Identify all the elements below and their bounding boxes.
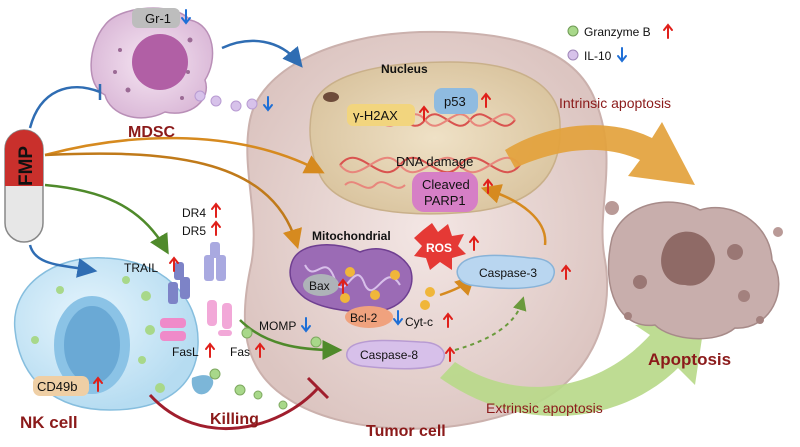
nucleus-label: Nucleus	[381, 62, 428, 76]
dr4-dr5-receptor	[204, 242, 226, 281]
arrow-fmp-to-nk	[28, 244, 98, 278]
cd49b-badge	[33, 376, 89, 396]
trail-up-arrow	[169, 256, 179, 272]
nk-nucleus	[54, 296, 130, 394]
dna-damage-label: DNA damage	[396, 154, 473, 169]
legend-il10-label: IL-10	[584, 49, 612, 63]
extrinsic-apoptosis-label: Extrinsic apoptosis	[486, 400, 603, 416]
tumor-cell-label: Tumor cell	[366, 423, 446, 440]
momp-down-arrow	[301, 317, 311, 333]
p53-up-arrow	[481, 92, 491, 108]
inhibit-nk-killing	[148, 386, 320, 430]
ros-up-arrow	[469, 235, 479, 251]
ros-burst	[414, 223, 466, 270]
gr1-down-arrow	[181, 9, 191, 25]
bcl2-badge	[345, 306, 393, 328]
mdsc-label: MDSC	[128, 124, 176, 141]
mitochondrial-label: Mitochondrial	[312, 229, 391, 243]
arrow-fmp-to-nucleus	[44, 136, 325, 174]
il10-granules	[194, 90, 258, 112]
arrow-caspase8-to-caspase3	[454, 296, 527, 351]
gr1-badge	[132, 8, 180, 28]
il10-down-arrow	[263, 96, 273, 112]
arrow-fmp-to-receptors	[44, 183, 169, 255]
legend: Granzyme B IL-10	[567, 25, 651, 63]
dr5-up-arrow	[211, 220, 221, 236]
arrow-fmp-to-mitochondrion	[44, 152, 302, 250]
caspase8-label: Caspase-8	[360, 348, 418, 362]
legend-il10-swatch	[567, 49, 579, 61]
mdsc-nucleus	[132, 34, 188, 90]
cytc-up-arrow	[443, 312, 453, 328]
legend-il10-down-arrow	[617, 47, 627, 63]
cytc-label: Cyt-c	[405, 315, 433, 329]
legend-granzyme-label: Granzyme B	[584, 25, 651, 39]
bcl2-down-arrow	[393, 310, 403, 326]
gr1-label: Gr-1	[145, 11, 171, 26]
bcl2-label: Bcl-2	[350, 311, 378, 325]
fas-receptor	[207, 300, 232, 336]
momp-label: MOMP	[259, 319, 296, 333]
dr5-label: DR5	[182, 224, 206, 238]
cleaved-parp1-badge	[412, 172, 478, 212]
cyt-c-dots	[340, 267, 435, 310]
nucleus-body	[309, 61, 561, 215]
caspase8-up-arrow	[445, 346, 455, 362]
intrinsic-apoptosis-arrow	[505, 122, 695, 185]
fasl-label: FasL	[172, 345, 199, 359]
extrinsic-apoptosis-arrow	[440, 318, 705, 417]
cleaved-parp1-up-arrow	[483, 178, 493, 194]
cd49b-label: CD49b	[37, 379, 77, 394]
p53-badge	[434, 88, 478, 114]
killing-label: Killing	[210, 411, 259, 428]
legend-granzyme-swatch	[567, 25, 579, 37]
caspase8-shape	[346, 339, 445, 370]
fmp-label: FMP	[16, 146, 37, 186]
bax-badge	[303, 274, 339, 296]
h2ax-badge	[347, 104, 415, 126]
arrow-caspase3-to-parp1	[480, 184, 547, 246]
nucleolus	[323, 92, 339, 102]
caspase3-shape	[456, 254, 555, 290]
apoptosis-label: Apoptosis	[648, 350, 731, 369]
nk-cell-label: NK cell	[20, 413, 78, 432]
nk-granzyme-granules	[31, 276, 165, 393]
caspase3-label: Caspase-3	[479, 266, 537, 280]
granzyme-granules	[209, 327, 322, 410]
bax-up-arrow	[338, 278, 348, 294]
cd49b-up-arrow	[93, 376, 103, 392]
h2ax-label: γ-H2AX	[353, 108, 398, 123]
caspase3-up-arrow	[561, 264, 571, 280]
p53-label: p53	[444, 94, 466, 109]
arrow-fmp-to-mdsc	[28, 85, 101, 129]
h2ax-up-arrow	[419, 105, 429, 121]
trail-ligand	[168, 262, 190, 304]
legend-granzyme-up-arrow	[663, 23, 673, 39]
fasl-up-arrow	[205, 342, 215, 358]
cleaved-parp1-line1: Cleaved	[422, 177, 470, 192]
dr4-label: DR4	[182, 206, 206, 220]
dr4-up-arrow	[211, 202, 221, 218]
trail-label: TRAIL	[124, 261, 158, 275]
fas-up-arrow	[255, 342, 265, 358]
arrow-mdsc-to-tumor	[221, 39, 303, 68]
cleaved-parp1-line2: PARP1	[424, 193, 466, 208]
apoptotic-cell	[605, 201, 783, 340]
ros-label: ROS	[426, 241, 452, 255]
nk-granule-release	[191, 375, 214, 395]
fasl-ligand	[160, 318, 186, 341]
bax-label: Bax	[309, 279, 330, 293]
fas-label: Fas	[230, 345, 250, 359]
arrow-fas-to-caspase8	[239, 319, 343, 360]
regulation-arrows	[93, 9, 673, 392]
intrinsic-apoptosis-label: Intrinsic apoptosis	[559, 95, 671, 111]
fmp-pill: FMP	[4, 129, 44, 243]
